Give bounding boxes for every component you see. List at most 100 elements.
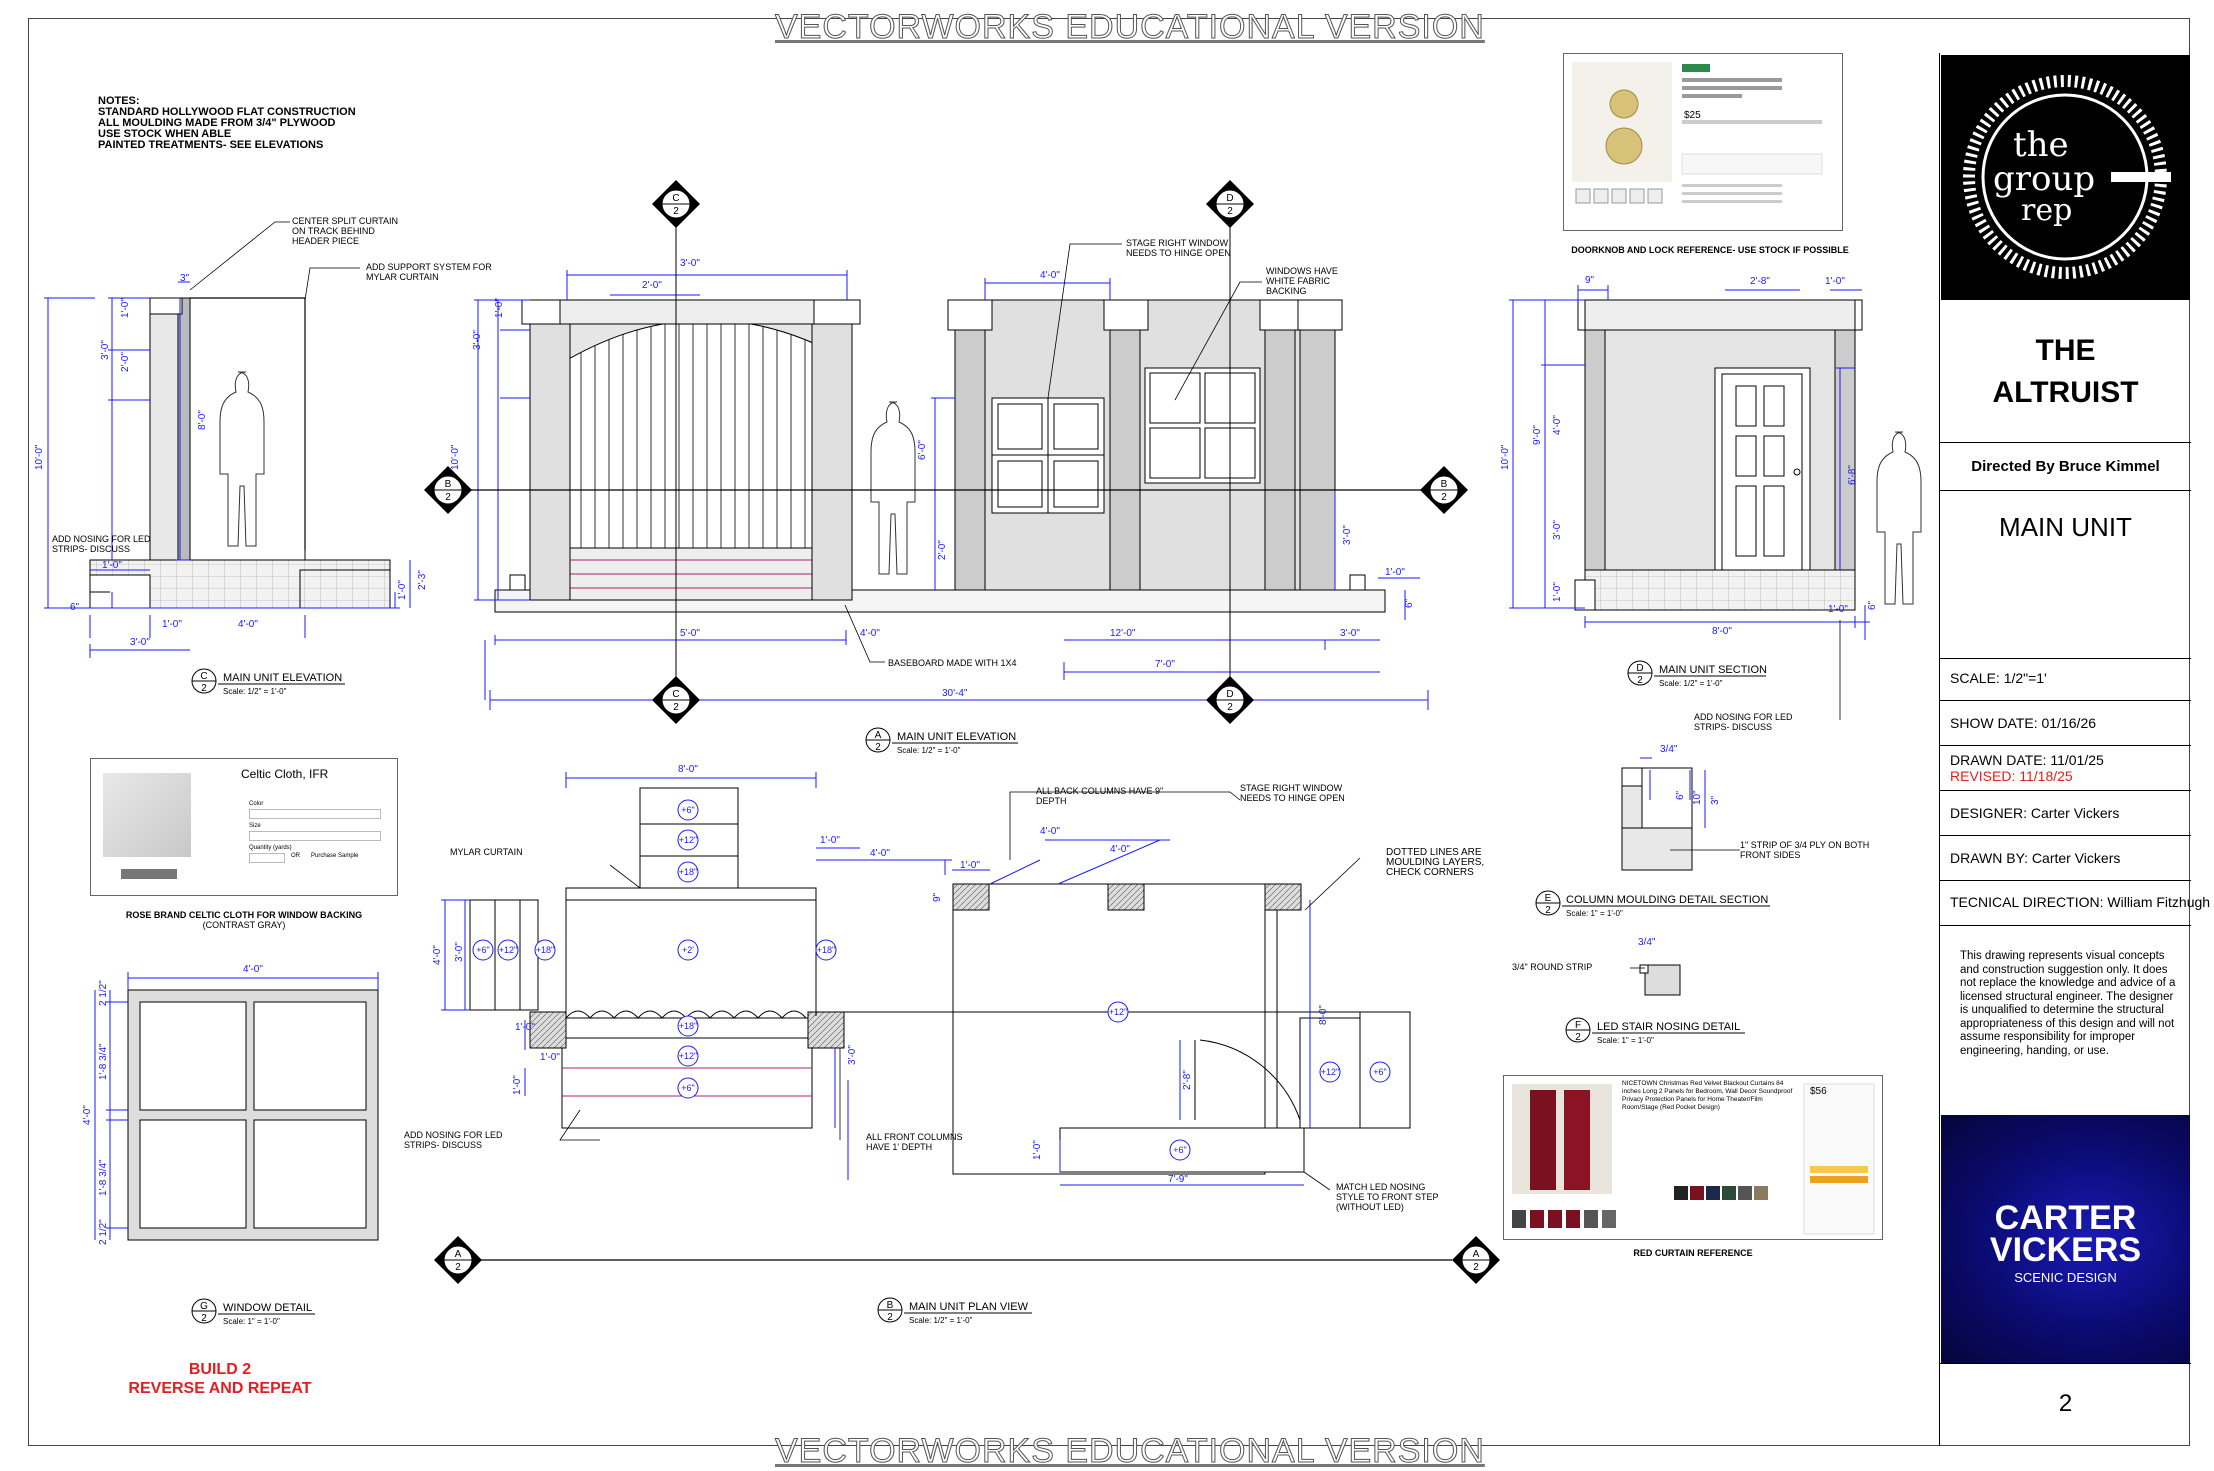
callout-nosing-d: ADD NOSING FOR LED STRIPS- DISCUSS — [1694, 712, 1793, 732]
section-marker-a-right: A 2 — [1452, 1236, 1500, 1284]
dim: 3" — [180, 273, 190, 284]
view-letter: F — [1575, 1020, 1581, 1031]
dim: 4'-0" — [860, 628, 880, 639]
level-label: +6" — [1173, 1145, 1186, 1155]
director: Directed By Bruce Kimmel — [1971, 458, 2160, 475]
brand-line1: CARTER — [1994, 1199, 2137, 1237]
marker-letter: D — [1226, 193, 1233, 204]
dim: 10" — [1692, 790, 1703, 805]
dim: 1'-0" — [1032, 1140, 1043, 1160]
tech-direction-row: TECNICAL DIRECTION: William Fitzhugh — [1950, 894, 2211, 910]
view-scale: Scale: 1/2" = 1'-0" — [897, 746, 961, 755]
view-title-a: A 2 MAIN UNIT ELEVATION Scale: 1/2" = 1'… — [865, 727, 1018, 755]
leader-lines — [189, 221, 1841, 1191]
marker-num: 2 — [455, 1262, 461, 1273]
level-label: +12" — [679, 1051, 697, 1061]
tb-divider — [1939, 658, 2191, 659]
brand-line3: SCENIC DESIGN — [2014, 1270, 2117, 1285]
dim: 1'-8 3/4" — [98, 1043, 109, 1080]
designer-row: DESIGNER: Carter Vickers — [1950, 805, 2120, 821]
view-scale: Scale: 1" = 1'-0" — [1566, 909, 1623, 918]
dim: 6" — [1675, 790, 1686, 800]
dim: 3'-0" — [1340, 628, 1360, 639]
celtic-size-select[interactable] — [249, 831, 381, 841]
view-title-b: B 2 MAIN UNIT PLAN VIEW Scale: 1/2" = 1'… — [877, 1297, 1032, 1325]
reverse-repeat-text: REVERSE AND REPEAT — [128, 1380, 312, 1397]
dim: 1'-0" — [1828, 604, 1848, 615]
notes-line: USE STOCK WHEN ABLE — [98, 128, 232, 140]
dims-plan — [441, 772, 1311, 1186]
dim: 4'-0" — [432, 945, 443, 965]
dim: 30'-4" — [942, 688, 968, 699]
dim: 10'-0" — [1500, 444, 1511, 470]
callout-nosing-c: ADD NOSING FOR LED STRIPS- DISCUSS — [52, 534, 151, 554]
callout-match-led: MATCH LED NOSING STYLE TO FRONT STEP (Wi… — [1336, 1182, 1439, 1212]
dim: 1'-0" — [515, 1022, 535, 1033]
sheet-number: 2 — [2058, 1390, 2073, 1417]
view-title: WINDOW DETAIL — [223, 1302, 312, 1314]
marker-letter: B — [1441, 479, 1448, 490]
callout-round-strip: 3/4" ROUND STRIP — [1512, 962, 1593, 972]
dim: 1'-0" — [820, 835, 840, 846]
marker-letter: A — [455, 1249, 462, 1260]
view-num: 2 — [875, 742, 881, 753]
group-rep-logo: the group rep — [1941, 55, 2190, 300]
detail-f — [1639, 964, 1681, 996]
show-date-row: SHOW DATE: 01/16/26 — [1950, 715, 2097, 731]
callout-strip: 1" STRIP OF 3/4 PLY ON BOTH FRONT SIDES — [1740, 840, 1870, 860]
marker-letter: B — [445, 479, 452, 490]
celtic-thumbs — [121, 869, 177, 879]
dims-plan-text: 8'-0" 1'-0" 4'-0" 1'-0" 4'-0" 4'-0" 4'-0… — [432, 764, 1329, 1185]
dim: 3'-0" — [100, 340, 111, 360]
view-num: 2 — [887, 1312, 893, 1323]
section-marker-d-bottom: D 2 — [1206, 676, 1254, 724]
dim: 4'-0" — [1110, 844, 1130, 855]
logo-ring-icon — [1963, 75, 2171, 279]
dim: 1'-0" — [540, 1052, 560, 1063]
build-note: BUILD 2 REVERSE AND REPEAT — [110, 1360, 330, 1398]
dims-a-text: 3'-0" 2'-0" 4'-0" 10'-0" 3'-0" 1'-0" 6'-… — [450, 258, 1415, 699]
dim: 5'-0" — [680, 628, 700, 639]
dim: 4'-0" — [82, 1105, 93, 1125]
view-scale: Scale: 1/2" = 1'-0" — [1659, 679, 1723, 688]
dim: 1'-0" — [512, 1075, 523, 1095]
tb-divider — [1939, 880, 2191, 881]
dim: 3'-0" — [454, 942, 465, 962]
level-label: +18" — [817, 945, 835, 955]
celtic-qty-input[interactable] — [249, 853, 285, 863]
dim: 2'-8" — [1750, 276, 1770, 287]
dim: 1'-0" — [162, 619, 182, 630]
dim: 9" — [932, 892, 943, 902]
tb-divider — [1939, 700, 2191, 701]
dim: 6'-0" — [917, 440, 928, 460]
dim: 2 1/2" — [98, 1219, 109, 1245]
view-title: MAIN UNIT ELEVATION — [223, 672, 342, 684]
dim: 3/4" — [1638, 937, 1656, 948]
marker-letter: C — [672, 193, 679, 204]
plan-level-markers: +6" +12" +18" +2' +6" +12" +18" +18" +18… — [472, 799, 1391, 1161]
view-title-e: E 2 COLUMN MOULDING DETAIL SECTION Scale… — [1535, 890, 1770, 918]
dim: 3'-0" — [472, 330, 483, 350]
callout-stage-right-window: STAGE RIGHT WINDOW NEEDS TO HINGE OPEN — [1126, 238, 1231, 258]
view-title: COLUMN MOULDING DETAIL SECTION — [1566, 894, 1768, 906]
dim: 2'-0" — [120, 352, 131, 372]
revised-row: REVISED: 11/18/25 — [1950, 768, 2073, 784]
callout-support-system: ADD SUPPORT SYSTEM FOR MYLAR CURTAIN — [366, 262, 492, 282]
celtic-color-select[interactable] — [249, 809, 381, 819]
dim: 4'-0" — [1040, 826, 1060, 837]
level-label: +12" — [499, 945, 517, 955]
view-num: 2 — [1575, 1032, 1581, 1043]
dims-c-text: 3" 1'-0" 3'-0" 2'-0" 8'-0" 10'-0" 1'-0" … — [34, 273, 428, 648]
play-title: THE ALTRUIST — [1941, 330, 2190, 414]
dim: 6" — [70, 602, 80, 613]
callout-baseboard: BASEBOARD MADE WITH 1x4 — [888, 658, 1017, 668]
celtic-sample-link[interactable]: Purchase Sample — [311, 853, 359, 859]
callout-center-split: CENTER SPLIT CURTAIN ON TRACK BEHIND HEA… — [292, 216, 399, 246]
dim: 1'-0" — [102, 560, 122, 571]
marker-num: 2 — [1227, 206, 1233, 217]
dim: 1'-0" — [1385, 567, 1405, 578]
dim: 10'-0" — [34, 444, 45, 470]
tb-divider — [1939, 835, 2191, 836]
drawn-by-row: DRAWN BY: Carter Vickers — [1950, 850, 2121, 866]
level-label: +12" — [1109, 1007, 1127, 1017]
